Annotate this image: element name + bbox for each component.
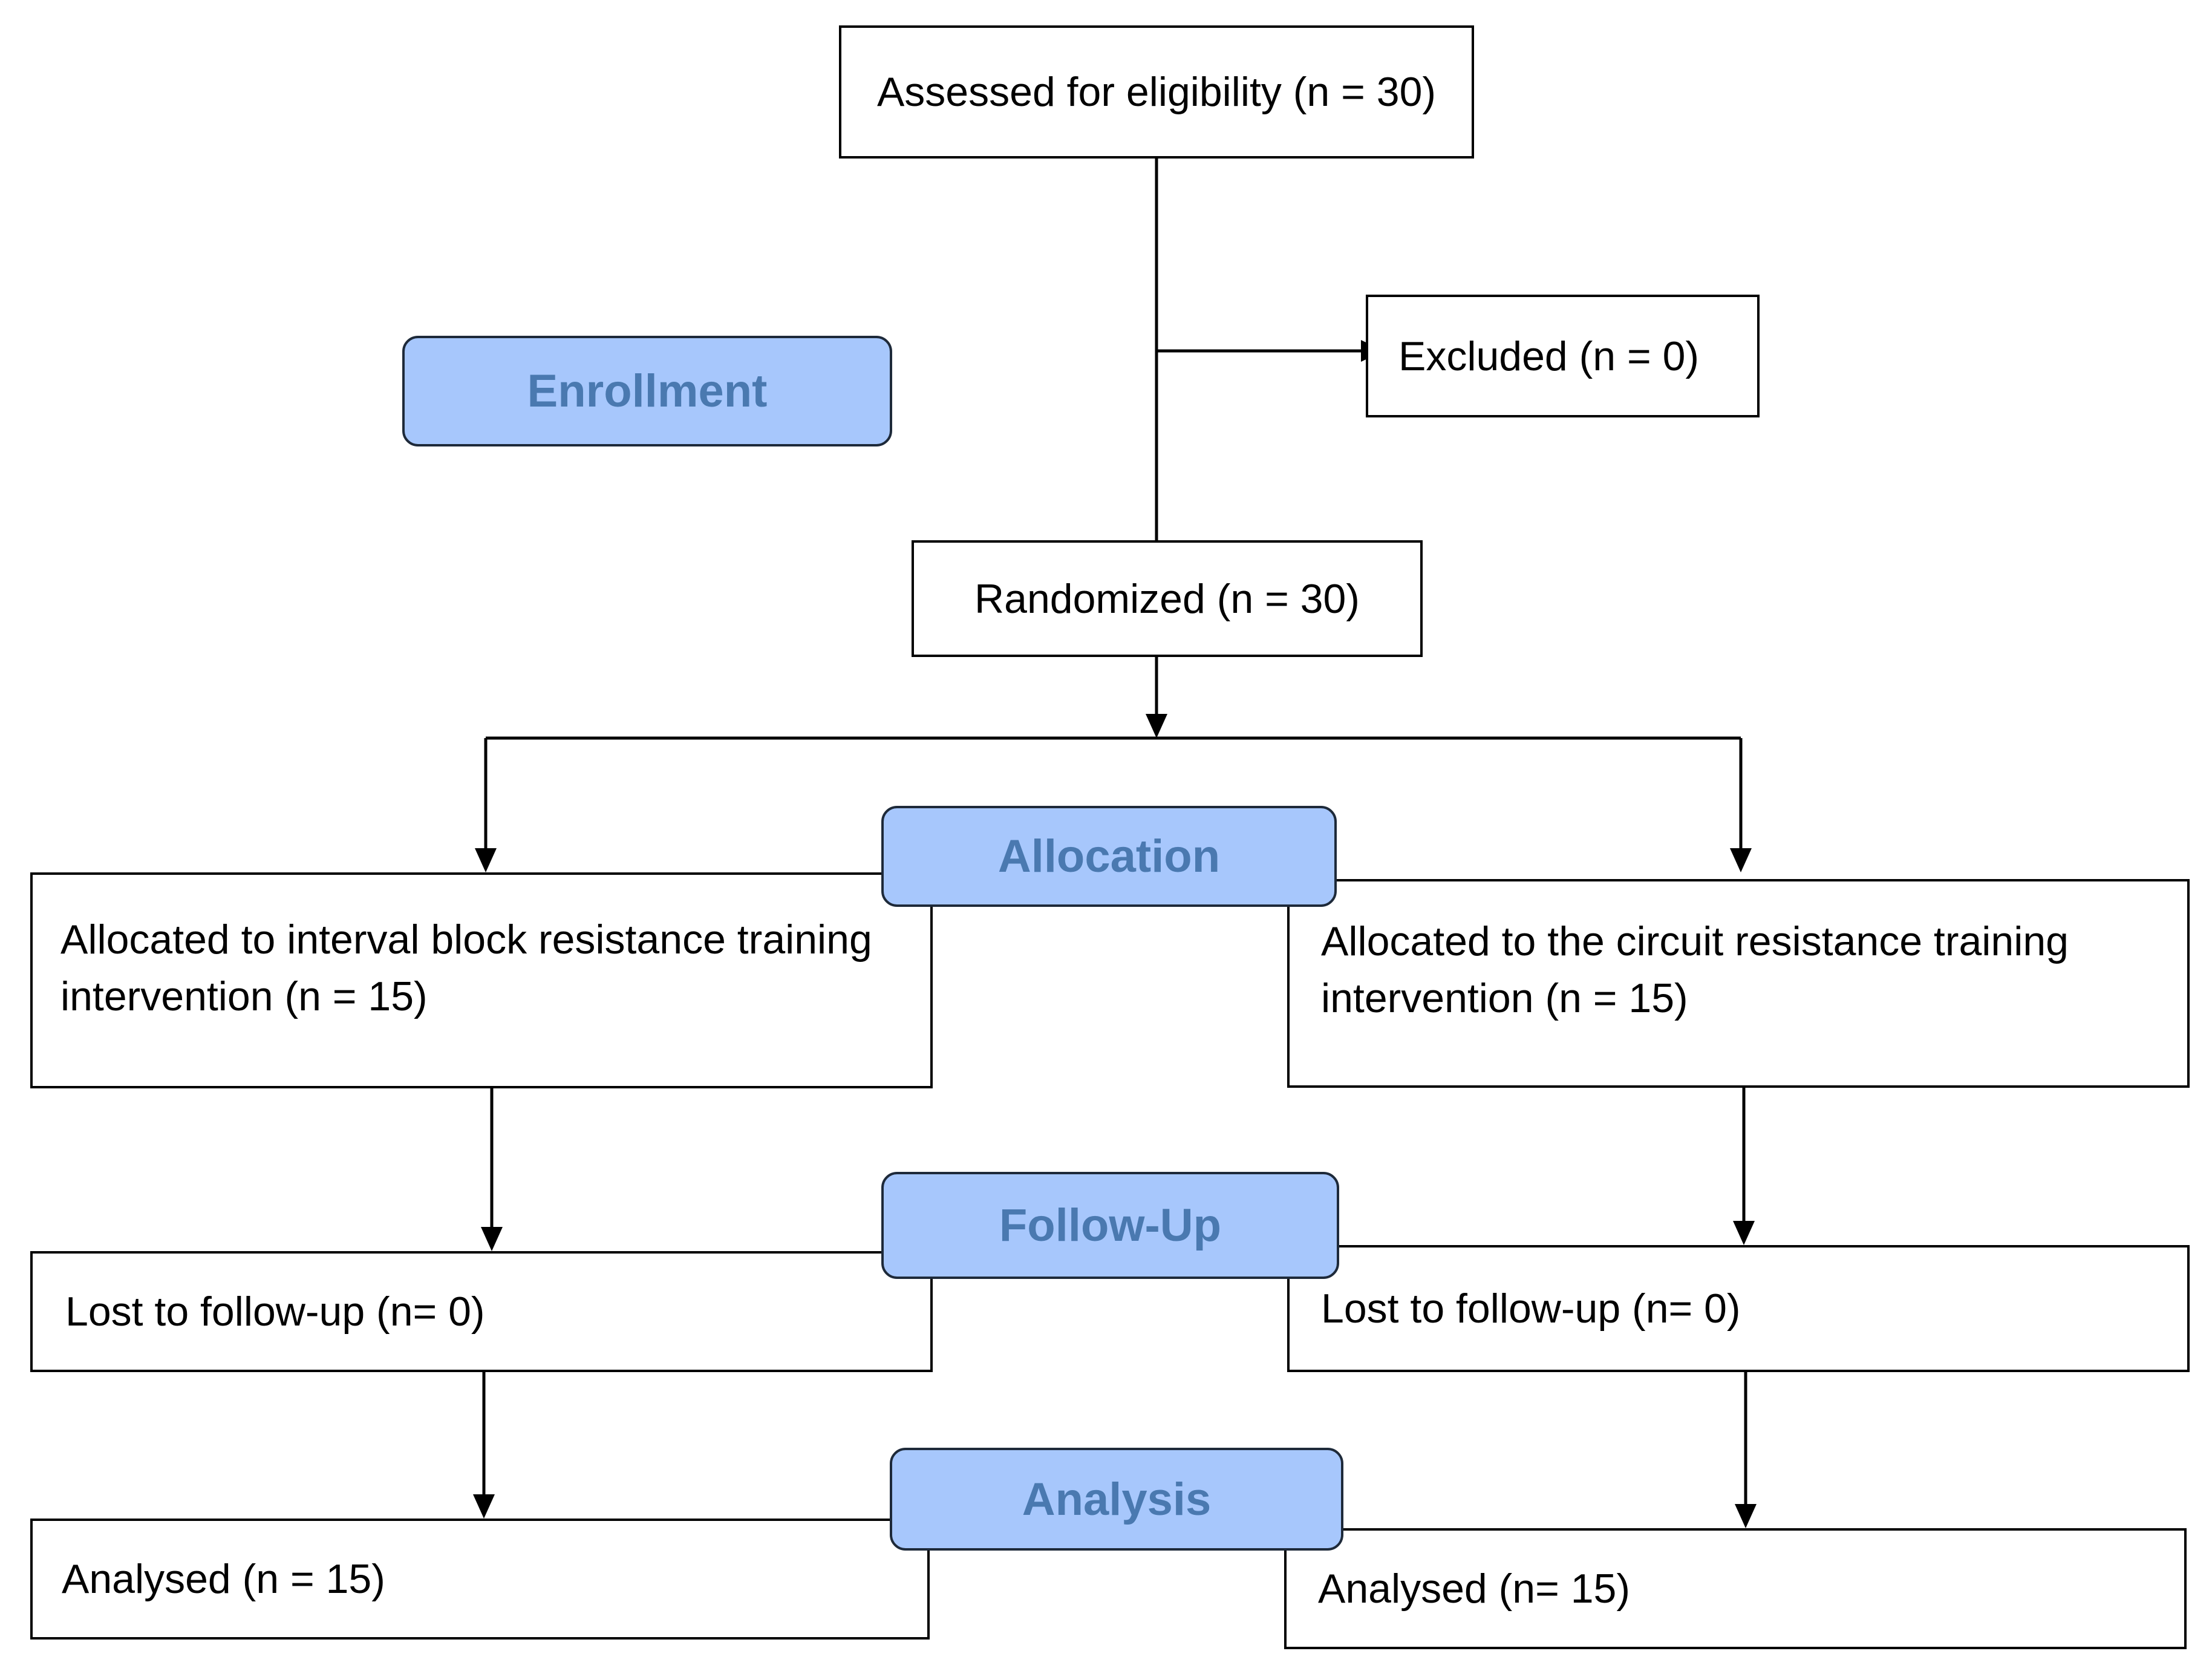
stage-allocation: Allocation (881, 806, 1337, 907)
randomized-box: Randomized (n = 30) (912, 540, 1423, 657)
stage-follow-up-label: Follow-Up (999, 1200, 1222, 1251)
analysed-right-box: Analysed (n= 15) (1284, 1528, 2187, 1649)
stage-enrollment: Enrollment (402, 336, 892, 446)
lost-left-box: Lost to follow-up (n= 0) (30, 1251, 933, 1372)
arrowhead-followup-right (1733, 1221, 1755, 1245)
arrowhead-alloc-left (475, 848, 497, 872)
allocated-right-line2: intervention (n = 15) (1321, 975, 1688, 1021)
analysed-left-box: Analysed (n = 15) (30, 1519, 930, 1640)
lost-left-text: Lost to follow-up (n= 0) (65, 1289, 485, 1335)
allocated-left-box: Allocated to interval block resistance t… (30, 872, 933, 1088)
stage-follow-up: Follow-Up (881, 1172, 1339, 1279)
assessed-text: Assessed for eligibility (n = 30) (876, 69, 1437, 115)
lost-right-box: Lost to follow-up (n= 0) (1287, 1245, 2190, 1372)
stage-allocation-label: Allocation (997, 831, 1221, 882)
assessed-box: Assessed for eligibility (n = 30) (839, 25, 1474, 159)
allocated-left-line2: intervention (n = 15) (60, 973, 428, 1019)
stage-enrollment-label: Enrollment (527, 365, 768, 417)
arrowhead-analysis-left (473, 1494, 495, 1519)
arrowhead-followup-left (481, 1227, 503, 1251)
analysed-right-text: Analysed (n= 15) (1318, 1566, 1630, 1612)
analysed-left-text: Analysed (n = 15) (62, 1556, 385, 1602)
randomized-text: Randomized (n = 30) (974, 575, 1360, 622)
stage-analysis: Analysis (890, 1448, 1343, 1551)
arrowhead-analysis-right (1735, 1504, 1757, 1528)
excluded-box: Excluded (n = 0) (1366, 295, 1760, 417)
lost-right-text: Lost to follow-up (n= 0) (1321, 1286, 1741, 1332)
arrowhead-randomized (1146, 714, 1167, 738)
excluded-text: Excluded (n = 0) (1398, 333, 1700, 379)
allocated-right-box: Allocated to the circuit resistance trai… (1287, 879, 2190, 1088)
allocated-left-line1: Allocated to interval block resistance t… (60, 917, 872, 963)
allocated-right-line1: Allocated to the circuit resistance trai… (1321, 918, 2069, 964)
arrowhead-alloc-right (1730, 848, 1752, 872)
stage-analysis-label: Analysis (1022, 1473, 1212, 1525)
